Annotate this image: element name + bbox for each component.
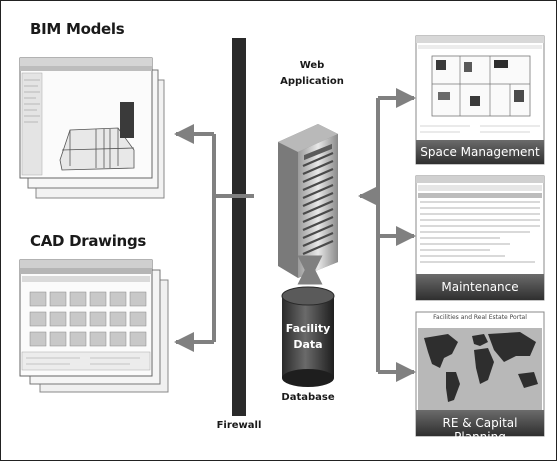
capital-planning-panel [415, 311, 545, 437]
world-map-icon [424, 332, 538, 402]
database-label: Database [281, 392, 335, 403]
cad-drawing-screens [19, 259, 169, 393]
facility-data-line2: Data [293, 338, 323, 351]
bim-model-screens [19, 57, 165, 199]
web-server-icon [278, 124, 338, 278]
right-connectors [358, 88, 416, 382]
firewall-bar [232, 38, 246, 416]
space-management-panel [415, 35, 545, 165]
web-application-label-line1: Web [299, 60, 325, 71]
facility-data-line1: Facility [285, 322, 331, 335]
portal-title: Facilities and Real Estate Portal [433, 314, 527, 321]
capital-planning-caption: RE & Capital Planning [442, 416, 518, 444]
database-cylinder-icon [281, 286, 335, 387]
firewall-label: Firewall [216, 420, 262, 431]
maintenance-panel [415, 175, 545, 301]
bim-models-title: BIM Models [30, 20, 125, 38]
maintenance-caption: Maintenance [441, 280, 519, 294]
web-application-label-line2: Application [280, 76, 344, 87]
space-management-caption: Space Management [420, 145, 540, 159]
cad-drawings-title: CAD Drawings [30, 232, 147, 250]
left-connectors [174, 124, 254, 352]
